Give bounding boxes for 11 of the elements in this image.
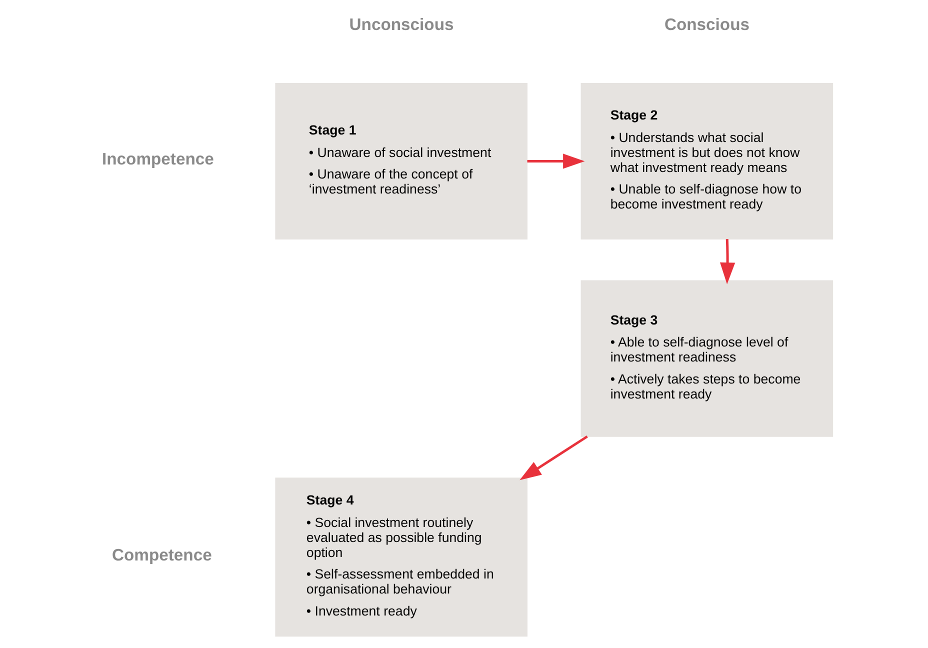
arrow bbox=[720, 239, 736, 284]
node-box: Stage 4 • Social investment routinely evaluated as possible funding option • Self-assessment embedded in organisational behaviour • Investment ready bbox=[275, 478, 528, 637]
node-box: Stage 1 • Unaware of social investment • Unaware of the concept of ‘investment readiness’ bbox=[275, 82, 528, 240]
label: Conscious bbox=[664, 15, 750, 34]
label: Competence bbox=[112, 545, 212, 564]
node-box: Stage 2 • Understands what social investment is but does not know what investment ready means • Unable to self-diagnose how to become investment ready bbox=[580, 82, 834, 240]
arrow bbox=[527, 154, 585, 169]
arrow bbox=[520, 435, 588, 480]
label: Unconscious bbox=[349, 15, 454, 34]
node-box: Stage 3 • Able to self-diagnose level of investment readiness • Actively takes steps to become investment ready bbox=[580, 280, 834, 437]
label: Incompetence bbox=[102, 150, 214, 169]
